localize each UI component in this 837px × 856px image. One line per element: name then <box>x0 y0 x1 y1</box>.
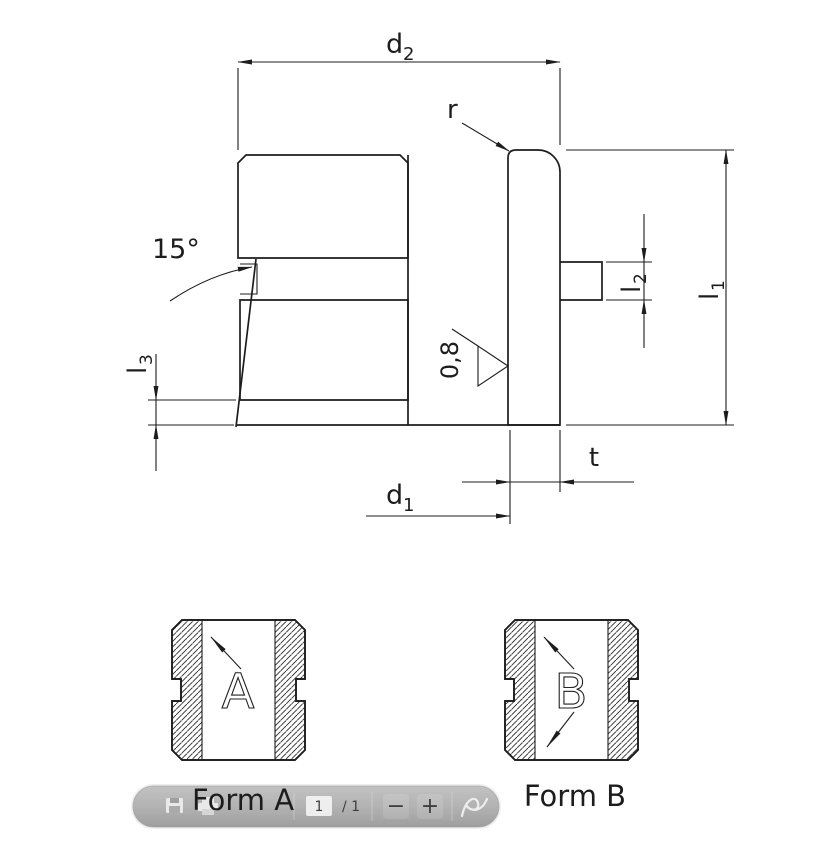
dimension-l1: l 1 <box>566 149 734 426</box>
form-a-outline-overlay <box>171 619 306 761</box>
form-b-caption: Form B <box>524 779 626 813</box>
dim-l1-label: l <box>695 293 725 300</box>
knurl-upper-section <box>237 154 409 259</box>
pdf-toolbar: 1 / 1 − + <box>131 784 501 829</box>
form-b-stamp-letter: B <box>555 664 588 720</box>
acrobat-icon <box>460 797 489 818</box>
dim-d2-label: d <box>386 29 403 60</box>
page-total-label: / 1 <box>342 799 360 815</box>
dim-l3-subscript: 3 <box>137 354 157 365</box>
taper-line <box>235 258 257 428</box>
form-a-view: A <box>171 619 306 761</box>
form-b-mark-arrow-top <box>543 636 575 670</box>
dim-t-label: t <box>589 443 599 473</box>
angle-arc <box>169 266 253 302</box>
dim-l1-subscript: 1 <box>709 280 729 291</box>
form-a-stamp-letter: A <box>222 664 255 720</box>
step-boss <box>560 261 603 301</box>
form-b-mark-arrow-bottom <box>546 711 575 748</box>
dim-d2-subscript: 2 <box>403 44 414 65</box>
knurl-lower-section <box>239 299 409 401</box>
angle-callout: 15° <box>152 234 253 302</box>
dimension-d2: d 2 <box>237 29 561 150</box>
dim-angle-label: 15° <box>152 234 200 265</box>
print-button[interactable] <box>198 797 218 815</box>
dimension-l3: l 3 <box>123 354 236 471</box>
radius-callout: r <box>447 95 510 152</box>
r-leader-line <box>461 122 510 152</box>
dim-d1-subscript: 1 <box>403 495 414 516</box>
dim-l3-label: l <box>123 367 153 374</box>
page-number-box[interactable]: 1 <box>306 796 332 816</box>
dim-r-label: r <box>447 95 458 125</box>
dim-l2-subscript: 2 <box>631 273 651 284</box>
zoom-out-button[interactable]: − <box>383 794 409 819</box>
dimension-t: t <box>462 430 634 492</box>
dim-d1-label: d <box>386 480 403 511</box>
zoom-in-glyph: + <box>421 794 439 819</box>
form-b-knurl-bands <box>505 620 638 760</box>
acrobat-button[interactable] <box>460 797 489 818</box>
form-b-view: B <box>504 619 639 761</box>
main-section-view <box>235 149 603 428</box>
form-a-mark-arrow <box>210 636 242 670</box>
save-button[interactable] <box>166 798 183 813</box>
dim-l2-label: l <box>617 286 647 293</box>
roughness-symbol <box>477 344 509 388</box>
flange-section <box>507 149 561 426</box>
dim-roughness-label: 0,8 <box>436 341 464 379</box>
form-b-outline-overlay <box>504 619 639 761</box>
zoom-out-glyph: − <box>387 794 405 819</box>
form-a-caption: Form A <box>192 783 294 817</box>
page-number-value: 1 <box>315 799 324 815</box>
dimension-d1: d 1 <box>366 430 511 524</box>
groove-profile <box>240 263 258 295</box>
zoom-in-button[interactable]: + <box>417 794 443 819</box>
dimension-l2: l 2 <box>606 214 652 348</box>
surface-finish-callout: 0,8 <box>436 328 509 388</box>
roughness-symbol-arm <box>451 328 479 347</box>
